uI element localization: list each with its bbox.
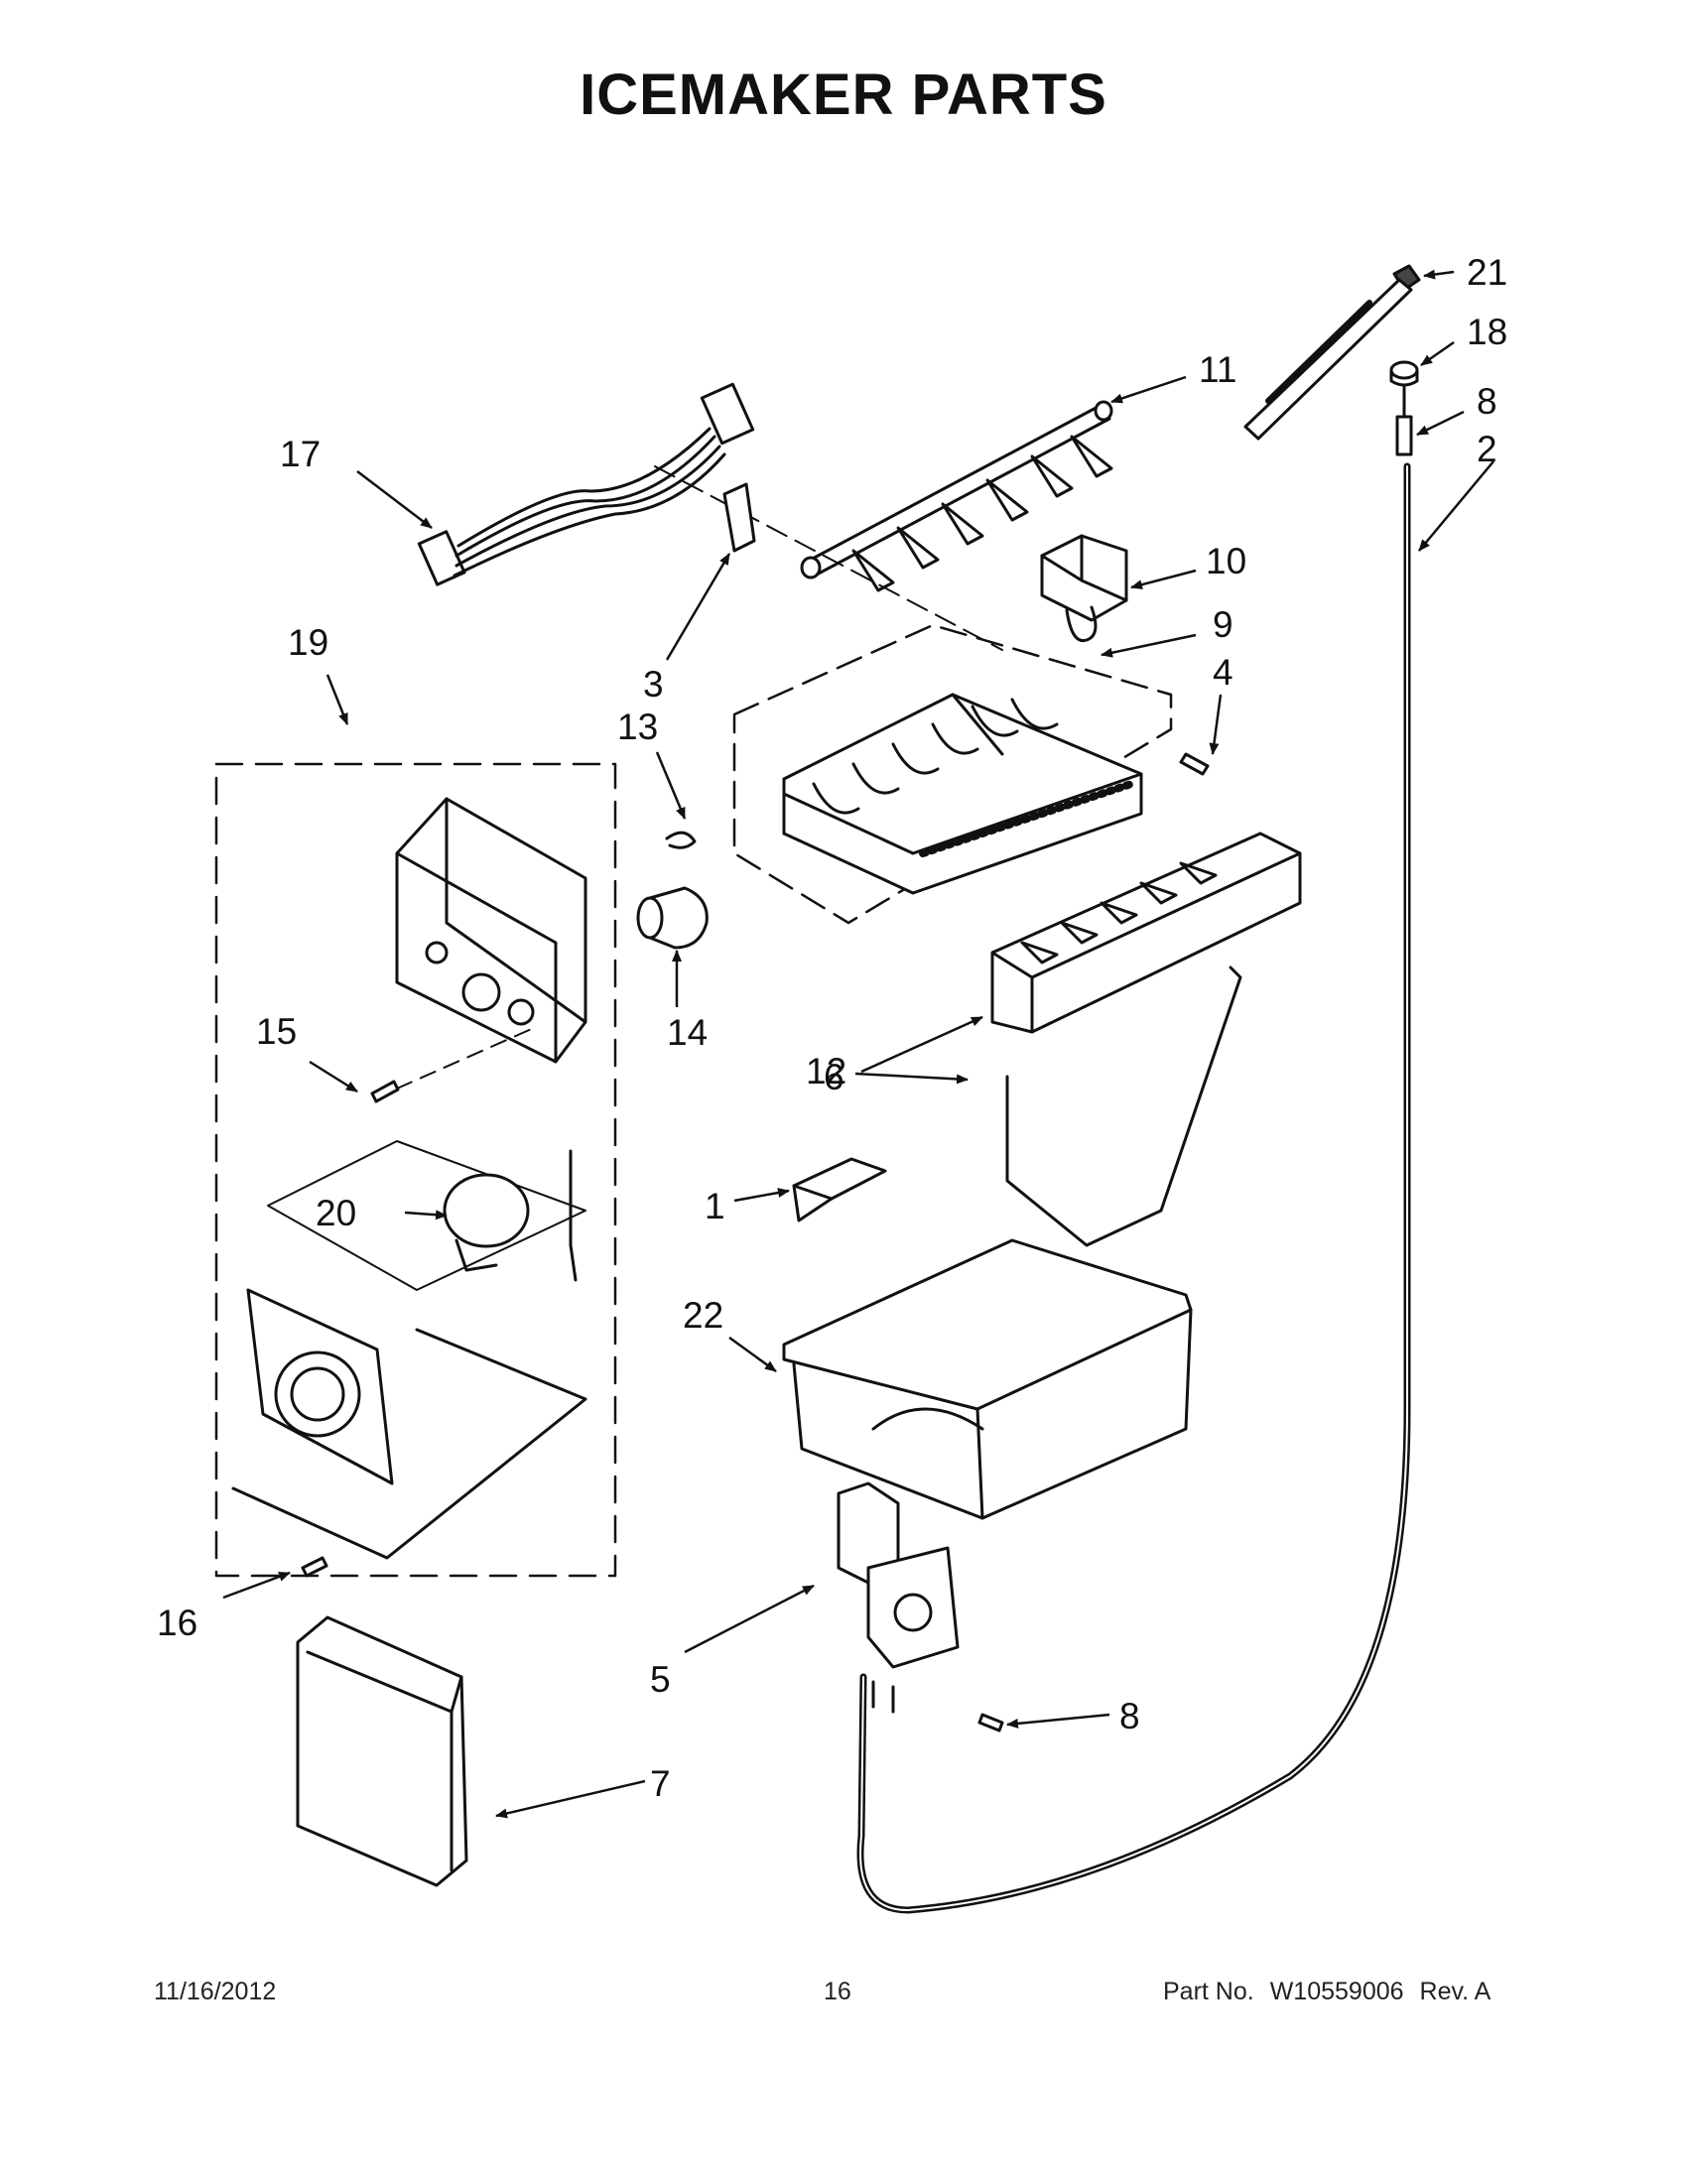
icemaker-mold	[782, 693, 1143, 895]
ice-stripper	[990, 832, 1302, 1034]
module-screw-15	[370, 1080, 400, 1103]
thermostat	[636, 886, 709, 950]
callout-13: 13	[617, 707, 658, 747]
fill-cup-heater	[1065, 605, 1098, 643]
callout-6: 6	[824, 1057, 844, 1097]
module-cover	[296, 1615, 468, 1887]
module-screw-16	[301, 1556, 328, 1578]
callout-20: 20	[316, 1193, 356, 1233]
ejector	[800, 400, 1113, 592]
water-valve	[837, 1481, 960, 1714]
callout-16: 16	[157, 1603, 197, 1643]
harness-clip	[722, 482, 756, 553]
callout-3: 3	[643, 664, 664, 705]
fill-tube	[1243, 278, 1413, 441]
valve-screw	[977, 1713, 1004, 1733]
callout-5: 5	[650, 1659, 671, 1700]
part-number-block: Part No. W10559006 Rev. A	[1163, 1978, 1491, 2006]
mounting-plate	[231, 1288, 587, 1560]
callout-17: 17	[280, 434, 321, 474]
callout-14: 14	[667, 1012, 708, 1053]
callout-11: 11	[1199, 349, 1236, 390]
fill-cup	[1040, 534, 1128, 622]
callout-21: 21	[1467, 252, 1507, 293]
callout-2: 2	[1477, 429, 1497, 469]
tube-connector	[1395, 383, 1413, 456]
callout-9: 9	[1213, 604, 1233, 645]
page-number: 16	[824, 1978, 851, 2005]
part-number-label: Part No.	[1163, 1978, 1254, 2005]
ice-bin	[782, 1238, 1193, 1520]
page-title: ICEMAKER PARTS	[580, 63, 1107, 127]
water-tube	[856, 462, 1411, 1914]
print-date: 11/16/2012	[154, 1978, 277, 2005]
callout-18: 18	[1467, 312, 1507, 352]
callout-1: 1	[705, 1186, 725, 1226]
callout-10: 10	[1206, 541, 1246, 581]
shutoff-arm	[1005, 965, 1242, 1247]
bracket	[792, 1157, 887, 1222]
thermostat-clip	[665, 831, 697, 849]
callout-7: 7	[650, 1763, 671, 1804]
part-number: W10559006	[1269, 1978, 1404, 2005]
wire-harness	[417, 382, 755, 586]
callout-12: 12	[806, 1051, 846, 1092]
callout-4: 4	[1213, 652, 1233, 693]
revision: Rev. A	[1419, 1978, 1492, 2005]
callout-19: 19	[288, 622, 328, 663]
callout-22: 22	[683, 1295, 723, 1336]
control-module	[395, 797, 587, 1064]
tube-grommet	[1389, 360, 1419, 387]
callout-15: 15	[256, 1011, 297, 1052]
callout-8-valve: 8	[1119, 1696, 1140, 1736]
mold-screw	[1179, 752, 1210, 776]
callout-8-tube: 8	[1477, 381, 1497, 422]
